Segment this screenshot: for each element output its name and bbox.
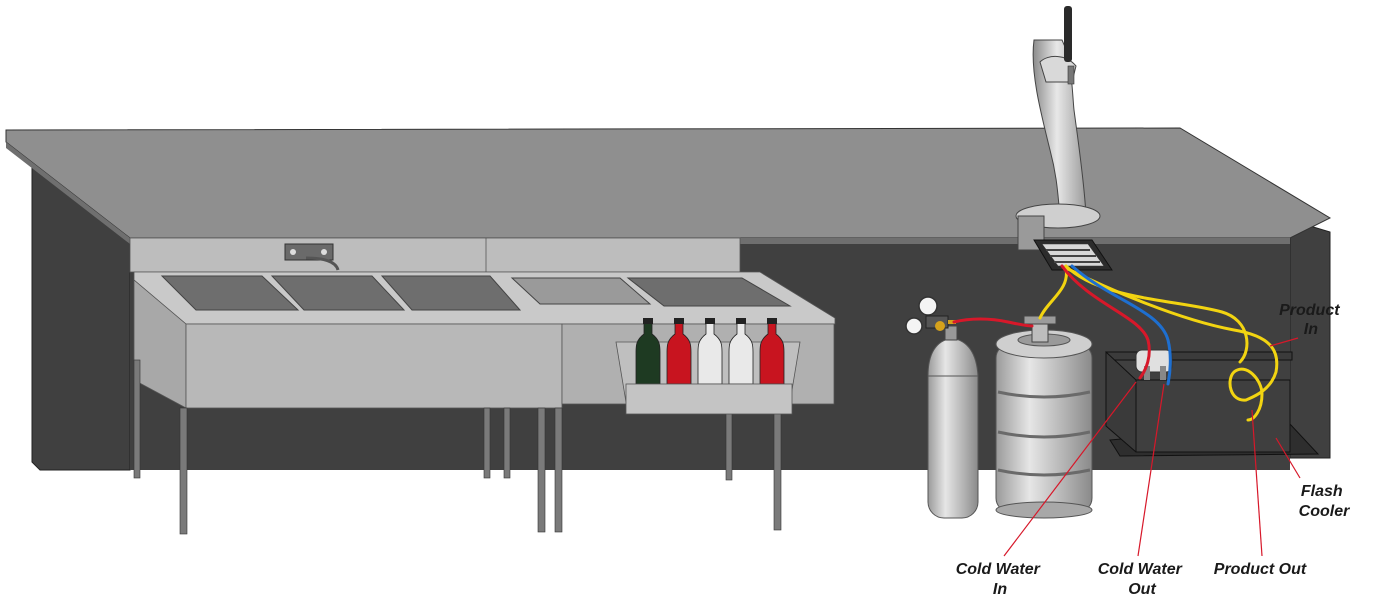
- label-cold-water-in: Cold Water In: [956, 561, 1045, 598]
- sink-basin: [162, 276, 790, 310]
- speed-rail: [616, 318, 800, 414]
- co2-cylinder: [928, 326, 978, 518]
- keg: [996, 316, 1092, 518]
- pressure-gauge: [919, 297, 937, 315]
- label-flash-cooler: Flash Cooler: [1299, 483, 1350, 520]
- label-cold-water-out: Cold Water Out: [1098, 561, 1187, 598]
- tap-handle: [1064, 6, 1072, 62]
- pressure-gauge: [906, 318, 922, 334]
- label-product-out: Product Out: [1214, 561, 1307, 578]
- counter-top: [6, 128, 1330, 244]
